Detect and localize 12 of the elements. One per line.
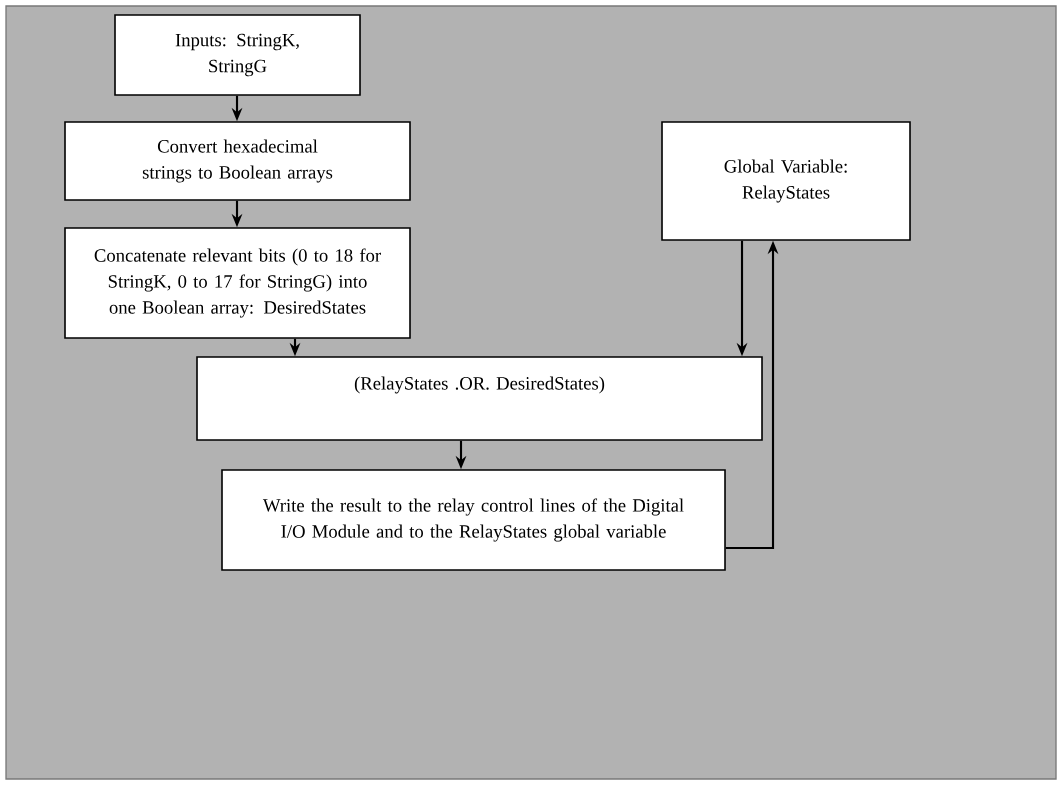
node-label: Write the result to the relay control lines of the Digital I/O Module and to the RelayStates global variable	[262, 498, 684, 542]
node-label: Inputs: StringK, StringG	[175, 33, 299, 77]
node-label: Convert hexadecimal strings to Boolean arrays	[142, 139, 333, 183]
process-box	[64, 121, 411, 201]
node-label: Concatenate relevant bits (0 to 18 for StringK, 0 to 17 for StringG) into one Boolean array: DesiredStates	[94, 248, 381, 318]
process-box	[661, 121, 911, 241]
process-box	[114, 14, 361, 96]
process-box	[64, 227, 411, 339]
node-label: (RelayStates .OR. DesiredStates)	[354, 376, 605, 394]
process-box	[221, 469, 726, 571]
process-box	[196, 356, 763, 441]
node-label: Global Variable: RelayStates	[724, 159, 847, 203]
